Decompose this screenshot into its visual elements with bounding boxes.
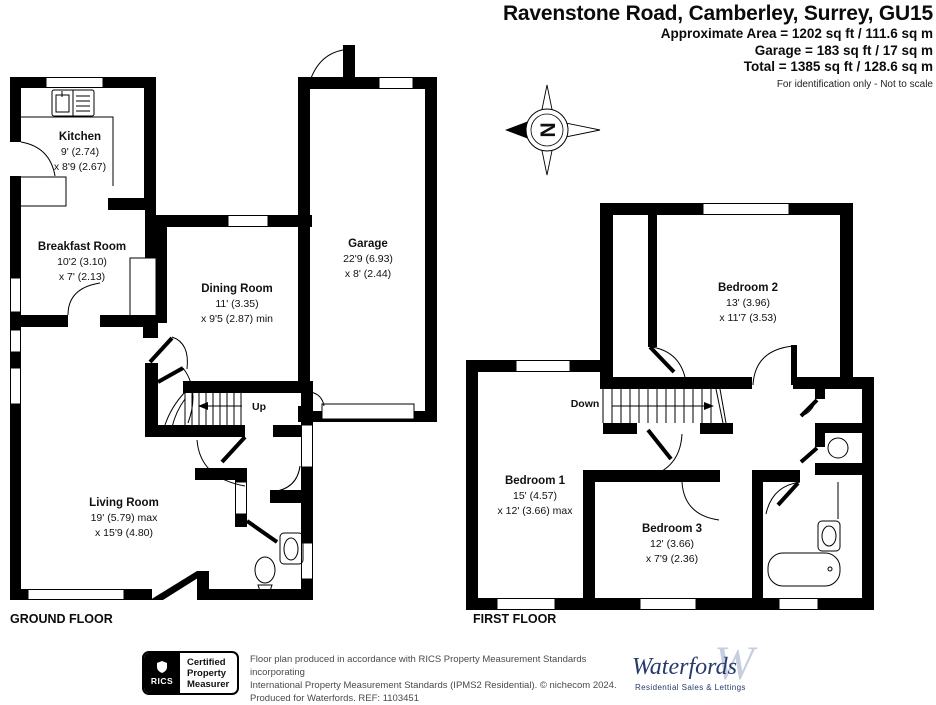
room-dims: 15' (4.57) xyxy=(513,490,557,502)
door-arc xyxy=(637,433,683,480)
production-disclaimer: Floor plan produced in accordance with R… xyxy=(250,653,620,705)
stairs-up-label: Up xyxy=(252,401,266,413)
first-floor-windows xyxy=(496,203,819,610)
room-label-bedroom2: Bedroom 2 xyxy=(718,282,778,294)
door-arc xyxy=(67,282,101,316)
room-dims: x 9'5 (2.87) min xyxy=(201,313,273,325)
room-dims: 12' (3.66) xyxy=(650,538,694,550)
rics-line: Property xyxy=(187,667,227,679)
first-floor-details xyxy=(602,345,849,587)
kitchen-sink-icon xyxy=(51,89,95,117)
door-arc xyxy=(20,141,56,177)
door-arc xyxy=(307,49,344,89)
north-arrow-icon: N xyxy=(505,84,601,176)
door-arc xyxy=(171,336,188,370)
room-dims: x 7' (2.13) xyxy=(59,271,105,283)
room-dims: x 8' (2.44) xyxy=(345,268,391,280)
first-floor-label: FIRST FLOOR xyxy=(473,612,557,626)
rics-certified-badge: RICS Certified Property Measurer xyxy=(142,651,240,695)
rics-crest-icon xyxy=(157,661,167,673)
disclaimer-line: International Property Measurement Stand… xyxy=(250,680,617,691)
wc-basin-icon xyxy=(827,437,849,459)
rics-line: Measurer xyxy=(187,678,230,690)
door-arc xyxy=(752,345,794,386)
room-dims: 22'9 (6.93) xyxy=(343,253,393,265)
first-floor-walls xyxy=(466,203,874,610)
waterfords-monogram: W xyxy=(714,637,754,690)
ground-floor-windows xyxy=(10,77,415,600)
kitchen-counter xyxy=(17,116,114,186)
door-arc xyxy=(196,439,246,487)
compass-north-letter: N xyxy=(536,122,559,137)
basin-icon xyxy=(279,532,304,565)
disclaimer-line: Produced for Waterfords. REF: 1103451 xyxy=(250,693,419,704)
header: Ravenstone Road, Camberley, Surrey, GU15… xyxy=(503,2,933,90)
room-dims: x 12' (3.66) max xyxy=(498,505,574,517)
first-floor-plan: Bedroom 2 13' (3.96) x 11'7 (3.53) Bedro… xyxy=(466,203,874,610)
room-label-garage: Garage xyxy=(348,238,388,250)
room-label-living-room: Living Room xyxy=(89,497,159,509)
door-arc xyxy=(182,367,194,424)
cupboard xyxy=(129,257,157,319)
room-dims: x 11'7 (3.53) xyxy=(719,312,776,324)
basin-icon xyxy=(817,520,841,552)
rics-line: Certified xyxy=(187,656,226,668)
total-area: Total = 1385 sq ft / 128.6 sq m xyxy=(743,59,933,74)
first-floor-door-leaves xyxy=(646,345,819,507)
room-dims: x 15'9 (4.80) xyxy=(95,527,153,539)
bathtub-icon xyxy=(767,552,841,587)
door-arc xyxy=(309,391,325,407)
rics-logo: RICS xyxy=(144,653,180,693)
disclaimer-line: Floor plan produced in accordance with R… xyxy=(250,654,587,678)
door-arc xyxy=(681,481,720,521)
ground-floor-label: GROUND FLOOR xyxy=(10,612,113,626)
stairs-down xyxy=(602,388,727,424)
room-dims: x 7'9 (2.36) xyxy=(646,553,698,565)
room-dims: 11' (3.35) xyxy=(215,298,258,310)
door-arc xyxy=(651,346,687,383)
waterfords-tagline: Residential Sales & Lettings xyxy=(635,683,746,692)
garage-area: Garage = 183 sq ft / 17 sq m xyxy=(754,42,933,58)
cupboard xyxy=(17,176,67,207)
page-title: Ravenstone Road, Camberley, Surrey, GU15 xyxy=(502,2,933,25)
garage-door xyxy=(321,403,415,420)
identification-note: For identification only - Not to scale xyxy=(776,78,933,90)
room-label-kitchen: Kitchen xyxy=(59,131,101,143)
room-label-breakfast-room: Breakfast Room xyxy=(38,241,126,253)
ground-floor-details xyxy=(17,49,344,592)
room-label-bedroom1: Bedroom 1 xyxy=(505,475,566,487)
waterfords-logo: W Waterfords Residential Sales & Letting… xyxy=(616,637,796,700)
room-label-dining-room: Dining Room xyxy=(201,283,273,295)
room-dims: x 8'9 (2.67) xyxy=(54,161,106,173)
waterfords-name: Waterfords xyxy=(632,654,737,680)
toilet-icon xyxy=(254,556,276,592)
rics-brand: RICS xyxy=(150,676,174,686)
room-dims: 10'2 (3.10) xyxy=(57,256,107,268)
room-label-bedroom3: Bedroom 3 xyxy=(642,523,702,535)
room-dims: 19' (5.79) max xyxy=(91,512,159,524)
stairs-up xyxy=(164,391,242,428)
approximate-area: Approximate Area = 1202 sq ft / 111.6 sq… xyxy=(660,26,933,41)
ground-floor-plan: Kitchen 9' (2.74) x 8'9 (2.67) Breakfast… xyxy=(10,45,437,600)
door-arc xyxy=(271,465,301,493)
room-dims: 13' (3.96) xyxy=(726,297,770,309)
ground-floor-door-leaves xyxy=(148,336,279,544)
stairs-down-label: Down xyxy=(571,398,600,410)
room-dims: 9' (2.74) xyxy=(61,146,99,158)
